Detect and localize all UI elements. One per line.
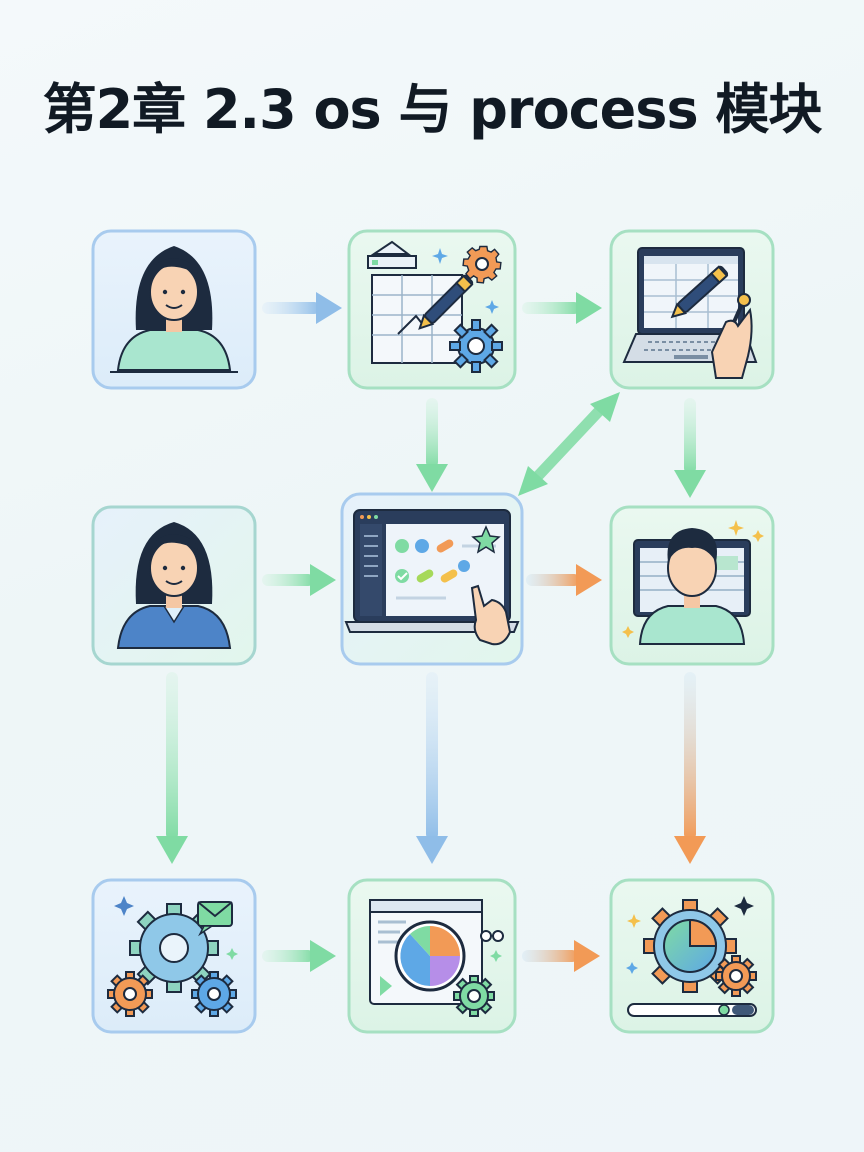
arrow-n5-n8 — [416, 672, 448, 864]
laptop-touch-dashboard-icon — [344, 509, 520, 646]
arrow-n5-n6 — [526, 564, 602, 596]
laptop-pen-hand-icon — [622, 247, 758, 379]
arrow-n2-n3 — [522, 292, 602, 324]
node-n3 — [609, 229, 775, 390]
arrow-n4-n5 — [262, 564, 336, 596]
gears-message-icon — [107, 896, 238, 1017]
arrow-n6-n9 — [674, 672, 706, 864]
node-n7 — [91, 878, 257, 1034]
woman-avatar-blue-icon — [116, 522, 232, 649]
arrow-n8-n9 — [522, 940, 600, 972]
node-n6 — [609, 505, 775, 666]
node-n1 — [91, 229, 257, 390]
node-n5 — [340, 492, 524, 666]
arrow-n7-n8 — [262, 940, 336, 972]
message-icon — [197, 901, 233, 937]
node-n4 — [91, 505, 257, 666]
node-n9 — [609, 878, 775, 1034]
woman-avatar-icon — [110, 246, 238, 373]
page-title: 第2章 2.3 os 与 process 模块 — [42, 78, 823, 141]
man-at-screen-icon — [622, 520, 764, 645]
arrow-n4-n7 — [156, 672, 188, 864]
node-n2 — [347, 229, 517, 390]
arrow-n3-n6 — [674, 398, 706, 498]
arrow-n2-n5 — [416, 398, 448, 492]
arrow-n5-n3-bidirectional — [518, 392, 620, 496]
node-n8 — [347, 878, 517, 1034]
progress-bar — [627, 1003, 757, 1017]
spreadsheet-pen-gears-icon — [367, 240, 503, 373]
gear-pie-progress-icon — [626, 896, 757, 1017]
arrow-n1-n2 — [262, 292, 342, 324]
pie-chart-window-icon — [369, 899, 504, 1017]
